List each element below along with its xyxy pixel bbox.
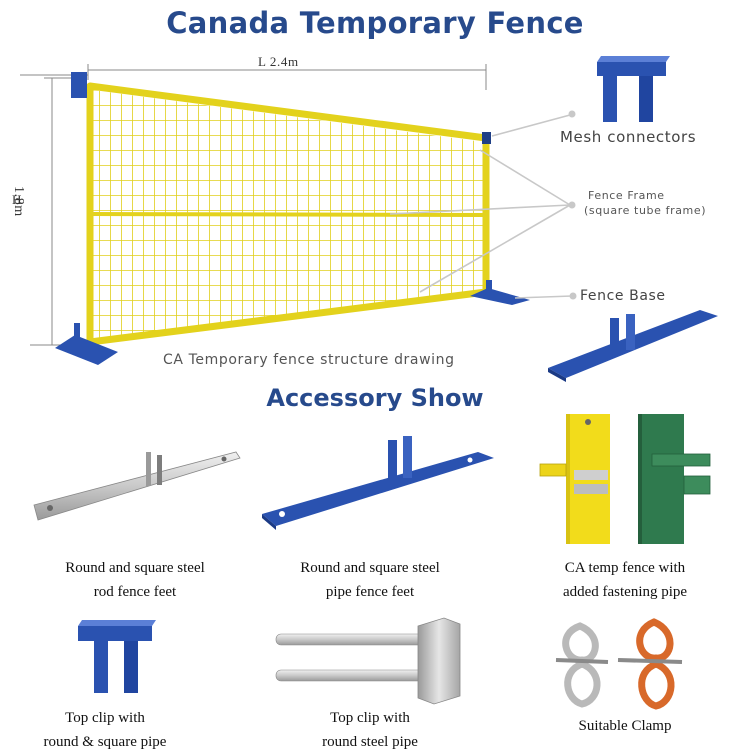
mesh-connectors-label: Mesh connectors (560, 128, 697, 146)
accessory-caption-pipe-feet: Round and square steel pipe fence feet (300, 560, 440, 600)
length-label: L 2.4m (258, 54, 299, 69)
accessory-caption-clamp: Suitable Clamp (578, 718, 672, 734)
fastening-pipe-illustration (539, 414, 711, 544)
fence-base-label: Fence Base (580, 288, 666, 304)
callout-lines (389, 114, 573, 299)
mesh-connector-illustration (597, 56, 670, 122)
right-fence-base (470, 288, 530, 305)
accessory-caption-fastening-pipe: CA temp fence with added fastening pipe (562, 560, 688, 600)
height-dimension (30, 77, 86, 346)
diagram-caption: CA Temporary fence structure drawing (163, 352, 455, 368)
fence-base-illustration (548, 310, 718, 382)
left-post-top (71, 72, 87, 98)
right-connector (482, 132, 491, 144)
clamp-illustration (555, 618, 683, 710)
top-clip-square-pipe-illustration (78, 620, 156, 693)
left-fence-base (55, 335, 118, 365)
page-title: Canada Temporary Fence (166, 6, 584, 40)
pipe-fence-feet-illustration (262, 436, 494, 530)
accessory-caption-top-clip-square: Top clip with round & square pipe (43, 710, 167, 750)
section-title: Accessory Show (266, 384, 484, 412)
top-clip-round-pipe-illustration (275, 617, 461, 705)
fence-frame-sublabel: (square tube frame) (584, 204, 707, 217)
height-symbol: H (12, 192, 22, 207)
accessory-caption-top-clip-round: Top clip with round steel pipe (322, 710, 418, 750)
accessory-caption-rod-feet: Round and square steel rod fence feet (65, 560, 205, 600)
rod-fence-feet-illustration (33, 451, 241, 521)
fence-frame-label: Fence Frame (588, 189, 665, 202)
fence-drawing (20, 64, 577, 365)
